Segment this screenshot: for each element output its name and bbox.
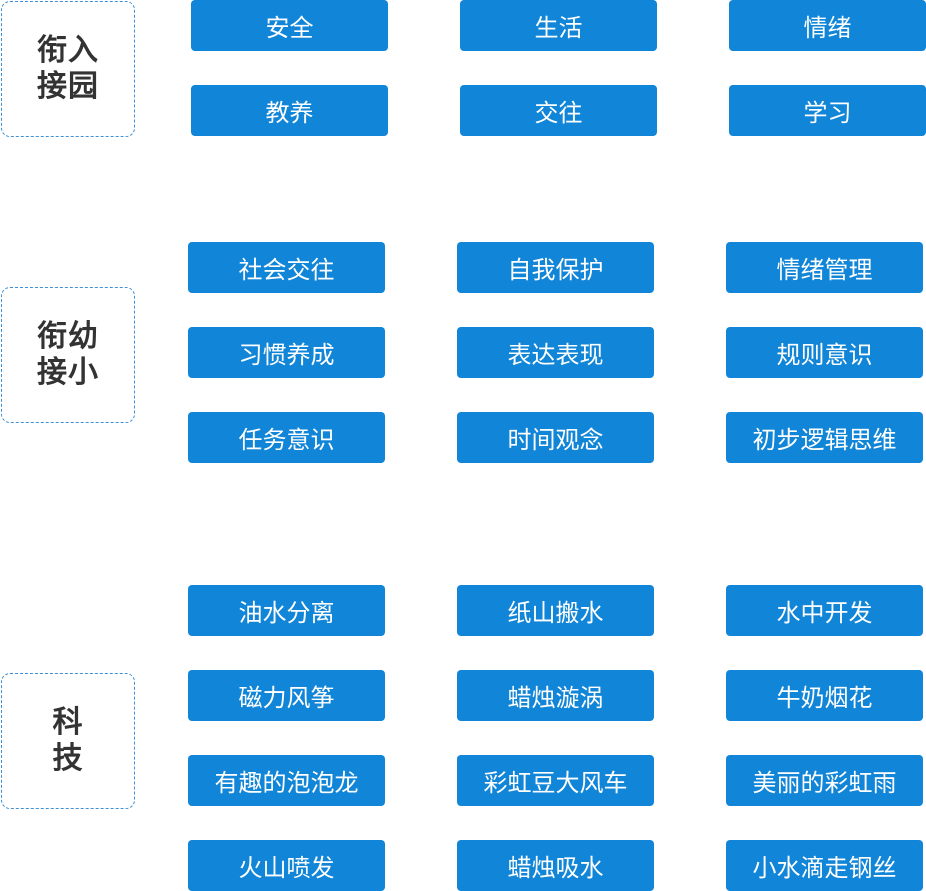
- tag-item[interactable]: 水中开发: [726, 585, 923, 636]
- section-title: 衔入接园: [37, 33, 99, 104]
- tag-item[interactable]: 表达表现: [457, 327, 654, 378]
- tag-item[interactable]: 彩虹豆大风车: [457, 755, 654, 806]
- tag-item[interactable]: 教养: [191, 85, 388, 136]
- tag-item[interactable]: 油水分离: [188, 585, 385, 636]
- tag-item[interactable]: 任务意识: [188, 412, 385, 463]
- tag-item[interactable]: 火山喷发: [188, 840, 385, 891]
- tag-item[interactable]: 交往: [460, 85, 657, 136]
- tag-item[interactable]: 小水滴走钢丝: [726, 840, 923, 891]
- tag-item[interactable]: 时间观念: [457, 412, 654, 463]
- tag-item[interactable]: 有趣的泡泡龙: [188, 755, 385, 806]
- tag-item[interactable]: 磁力风筝: [188, 670, 385, 721]
- tag-item[interactable]: 习惯养成: [188, 327, 385, 378]
- section-label-keji: 科技: [1, 673, 135, 809]
- tag-item[interactable]: 情绪: [729, 0, 926, 51]
- tag-item[interactable]: 初步逻辑思维: [726, 412, 923, 463]
- section-label-youxiao: 衔幼接小: [1, 287, 135, 423]
- tag-item[interactable]: 牛奶烟花: [726, 670, 923, 721]
- section-title: 科技: [52, 705, 84, 776]
- tag-item[interactable]: 美丽的彩虹雨: [726, 755, 923, 806]
- tag-item[interactable]: 纸山搬水: [457, 585, 654, 636]
- tag-item[interactable]: 生活: [460, 0, 657, 51]
- tag-item[interactable]: 情绪管理: [726, 242, 923, 293]
- tag-item[interactable]: 蜡烛吸水: [457, 840, 654, 891]
- section-label-ruyuan: 衔入接园: [1, 1, 135, 137]
- tag-item[interactable]: 蜡烛漩涡: [457, 670, 654, 721]
- tag-item[interactable]: 安全: [191, 0, 388, 51]
- section-title: 衔幼接小: [37, 319, 99, 390]
- tag-item[interactable]: 自我保护: [457, 242, 654, 293]
- tag-item[interactable]: 规则意识: [726, 327, 923, 378]
- tag-item[interactable]: 社会交往: [188, 242, 385, 293]
- tag-item[interactable]: 学习: [729, 85, 926, 136]
